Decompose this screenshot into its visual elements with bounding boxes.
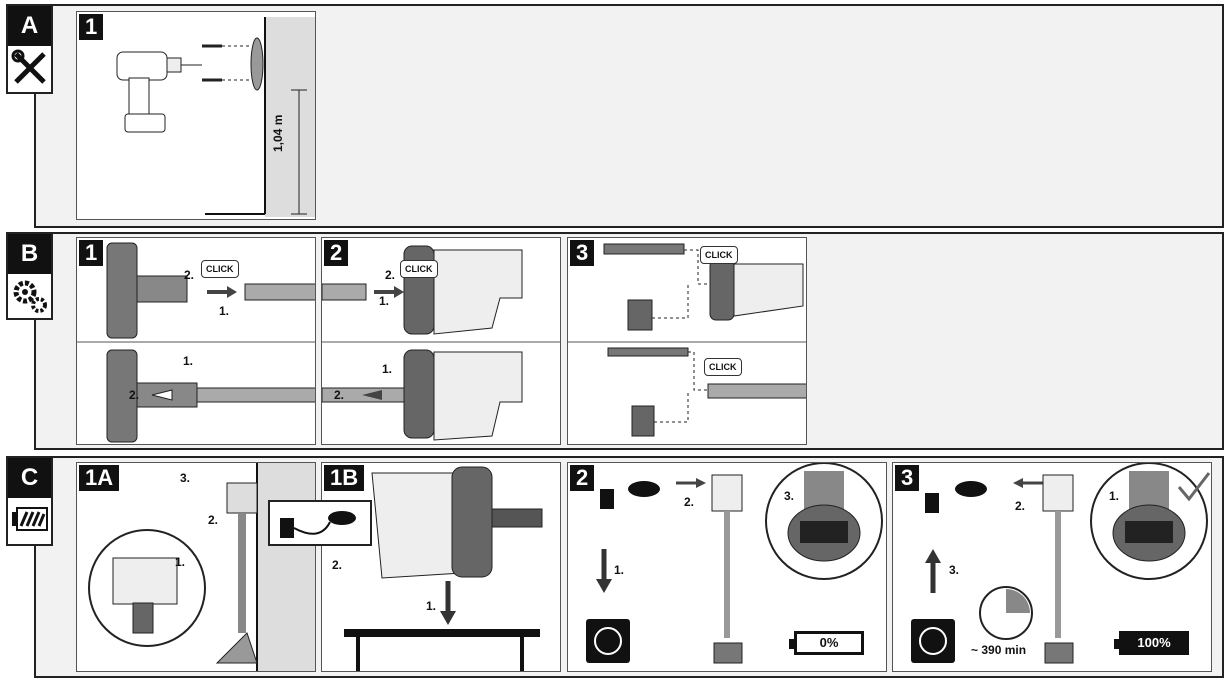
battery-full-indicator: 100% xyxy=(1114,631,1189,655)
floor-nozzle-attach-illustration xyxy=(77,242,315,443)
step-number: 1 xyxy=(79,14,104,40)
section-b-letter: B xyxy=(8,234,51,274)
handheld-charging-illustration xyxy=(344,466,543,671)
click-bubble-top: CLICK xyxy=(700,246,738,264)
step-number: 2 xyxy=(324,240,349,266)
step-1-label: 1. xyxy=(379,294,390,308)
charging-start-illustration xyxy=(596,463,883,664)
click-bubble-bottom: CLICK xyxy=(704,358,742,376)
panel-b1: 1 2. CLICK 1. 1. 2. xyxy=(76,237,316,445)
step-1-label: 1. xyxy=(1109,489,1120,503)
click-bubble: CLICK xyxy=(201,260,239,278)
wall-socket-icon xyxy=(586,619,630,663)
lower-step-2-label: 2. xyxy=(334,388,345,402)
step-1-label: 1. xyxy=(614,563,625,577)
battery-charging-icon xyxy=(8,498,51,542)
panel-c3: 3 2. 1. 3. ~ 390 min 100% xyxy=(892,462,1212,672)
step-number: 1B xyxy=(324,465,365,491)
height-label: 1,04 m xyxy=(271,114,285,152)
lower-step-1-label: 1. xyxy=(382,362,393,376)
wall-socket-icon xyxy=(911,619,955,663)
step-3-label: 3. xyxy=(784,489,795,503)
section-b-tag: B xyxy=(6,232,53,320)
step-2-label: 2. xyxy=(184,268,195,282)
accessory-attach-illustration xyxy=(568,243,806,437)
panel-c2: 2 2. 1. 3. 0% xyxy=(567,462,887,672)
panel-b2: 2 2. CLICK 1. 1. 2. xyxy=(321,237,561,445)
tube-to-handheld-illustration xyxy=(322,245,560,441)
step-2-label: 2. xyxy=(684,495,695,509)
step-number: 3 xyxy=(895,465,920,491)
drill-wall-mount-illustration xyxy=(116,17,315,217)
step-number: 3 xyxy=(570,240,595,266)
section-c-tag: C xyxy=(6,456,53,546)
step-3-label: 3. xyxy=(949,563,960,577)
step-number: 2 xyxy=(570,465,595,491)
battery-empty-indicator: 0% xyxy=(789,631,864,655)
section-a-tag: A xyxy=(6,4,53,94)
section-c-letter: C xyxy=(8,458,51,498)
section-a-letter: A xyxy=(8,6,51,46)
step-1-label: 1. xyxy=(175,555,186,569)
step-2-label: 2. xyxy=(1015,499,1026,513)
tools-icon xyxy=(8,46,51,90)
step-number: 1 xyxy=(79,240,104,266)
step-2-label: 2. xyxy=(208,513,219,527)
step-1-label: 1. xyxy=(426,599,437,613)
panel-b3: 3 CLICK CLICK xyxy=(567,237,807,445)
panel-a1: 1 1,04 m xyxy=(76,11,316,220)
click-bubble: CLICK xyxy=(400,260,438,278)
gears-icon xyxy=(8,274,51,318)
lower-step-2-label: 2. xyxy=(129,388,140,402)
charger-inset xyxy=(268,500,372,546)
step-number: 1A xyxy=(79,465,120,491)
charger-adapter-icon xyxy=(280,511,356,538)
lower-step-1-label: 1. xyxy=(183,354,194,368)
charging-complete-illustration xyxy=(925,463,1211,664)
step-2-label: 2. xyxy=(385,268,396,282)
wall-charging-illustration xyxy=(88,463,315,671)
step-2-label: 2. xyxy=(332,558,343,572)
charging-time-label: ~ 390 min xyxy=(971,643,1027,657)
step-3-label: 3. xyxy=(180,471,191,485)
panel-c1a: 1A 3. 2. 1. xyxy=(76,462,316,672)
panel-c1b: 1B 2. 1. xyxy=(321,462,561,672)
step-1-label: 1. xyxy=(219,304,230,318)
